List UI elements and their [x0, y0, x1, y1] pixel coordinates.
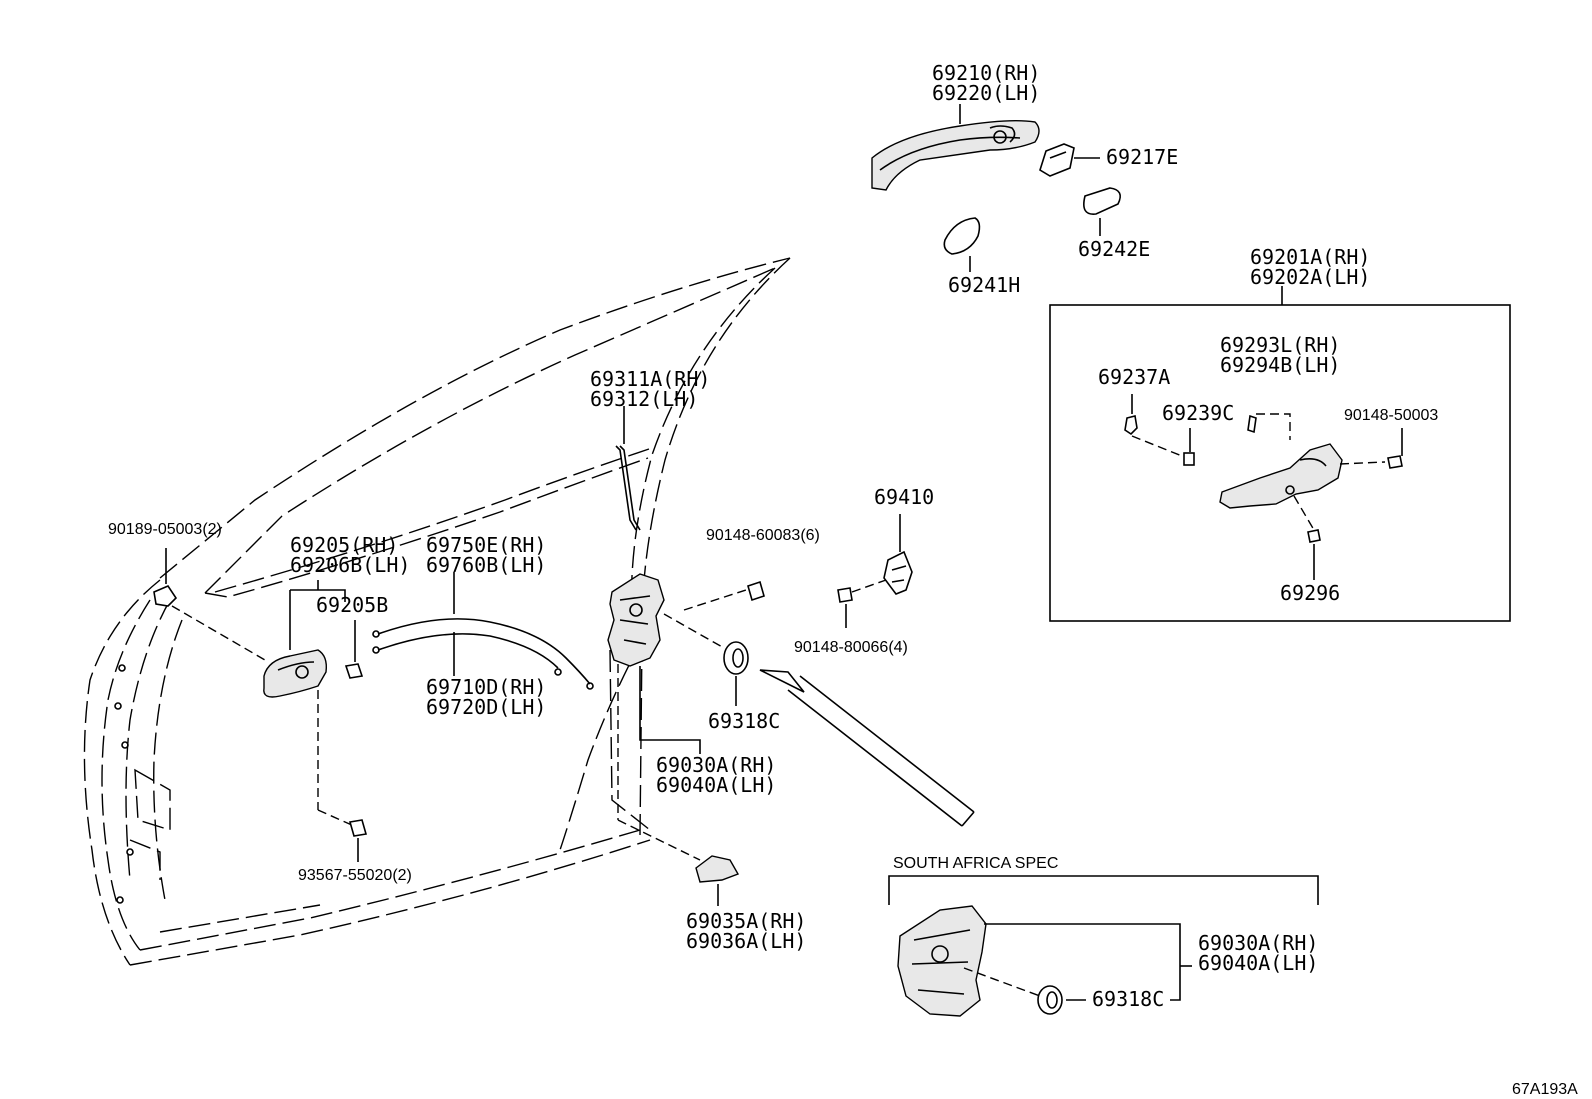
- rod-group: [615, 406, 641, 531]
- inner-screw-label: 93567-55020(2): [298, 867, 412, 884]
- inner-handle-sub-label: 69205B: [316, 593, 388, 617]
- frame-sub-label-lh: 69294B(LH): [1220, 353, 1340, 377]
- outer-handle-label-rh: 69210(RH): [932, 61, 1040, 85]
- cable-group: [372, 572, 594, 690]
- pad-front-label: 69241H: [948, 273, 1020, 297]
- outer-handle-group: [871, 104, 1121, 272]
- inner-handle: [263, 649, 328, 698]
- frame-assy-label-rh: 69201A(RH): [1250, 245, 1370, 269]
- frame-cushion-label: 69239C: [1162, 401, 1234, 425]
- cable-upper-label-lh: 69760B(LH): [426, 553, 546, 577]
- front-clip: [153, 585, 178, 607]
- striker-label: 69410: [874, 485, 934, 509]
- clip-front-label: 90189-05003(2): [108, 521, 222, 538]
- inner-handle-label-rh: 69205(RH): [290, 533, 398, 557]
- sa-lock-assy-label-lh: 69040A(LH): [1198, 951, 1318, 975]
- frame-bracket: [1219, 443, 1343, 509]
- lock-cover-label: 69318C: [708, 709, 780, 733]
- pad-front: [943, 217, 981, 255]
- handle-cap: [1039, 143, 1075, 177]
- pad-rear-label: 69242E: [1078, 237, 1150, 261]
- frame-screw-label: 69296: [1280, 581, 1340, 605]
- striker: [883, 550, 913, 595]
- door-outline: [83, 257, 791, 966]
- lock-screw-label: 90148-60083(6): [706, 527, 820, 544]
- inner-handle-label-lh: 69206B(LH): [290, 553, 410, 577]
- lock-cover: [723, 641, 749, 675]
- frame-bolt-label: 90148-50003: [1344, 407, 1438, 424]
- cable-lower-label-rh: 69710D(RH): [426, 675, 546, 699]
- outer-handle-label-lh: 69220(LH): [932, 81, 1040, 105]
- pad-rear: [1083, 187, 1121, 215]
- sa-lock-cover: [1037, 985, 1063, 1015]
- rod-label-rh: 69311A(RH): [590, 367, 710, 391]
- sa-lock-assy-label-rh: 69030A(RH): [1198, 931, 1318, 955]
- cable-upper-label-rh: 69750E(RH): [426, 533, 546, 557]
- view-arrow: [759, 669, 975, 827]
- sa-lock-cover-label: 69318C: [1092, 987, 1164, 1011]
- lock-protector: [695, 855, 740, 883]
- frame-clip-label: 69237A: [1098, 365, 1170, 389]
- lock-group: [607, 573, 765, 906]
- inner-handle-group: [263, 580, 368, 862]
- south-africa-title: SOUTH AFRICA SPEC: [893, 855, 1058, 872]
- striker-screw-label: 90148-80066(4): [794, 639, 908, 656]
- frame-assy-group: [1049, 286, 1511, 622]
- handle-cap-label: 69217E: [1106, 145, 1178, 169]
- frame-sub-label-rh: 69293L(RH): [1220, 333, 1340, 357]
- lock-protector-label-rh: 69035A(RH): [686, 909, 806, 933]
- lock-protector-label-lh: 69036A(LH): [686, 929, 806, 953]
- rod-label-lh: 69312(LH): [590, 387, 698, 411]
- lock-assy-label-lh: 69040A(LH): [656, 773, 776, 797]
- cable-lower-label-lh: 69720D(LH): [426, 695, 546, 719]
- door-lock: [607, 573, 665, 667]
- striker-group: [837, 514, 913, 628]
- lock-assy-label-rh: 69030A(RH): [656, 753, 776, 777]
- south-africa-spec: [888, 875, 1319, 1017]
- frame-assy-label-lh: 69202A(LH): [1250, 265, 1370, 289]
- diagram-ref-code: 67A193A: [1512, 1081, 1578, 1098]
